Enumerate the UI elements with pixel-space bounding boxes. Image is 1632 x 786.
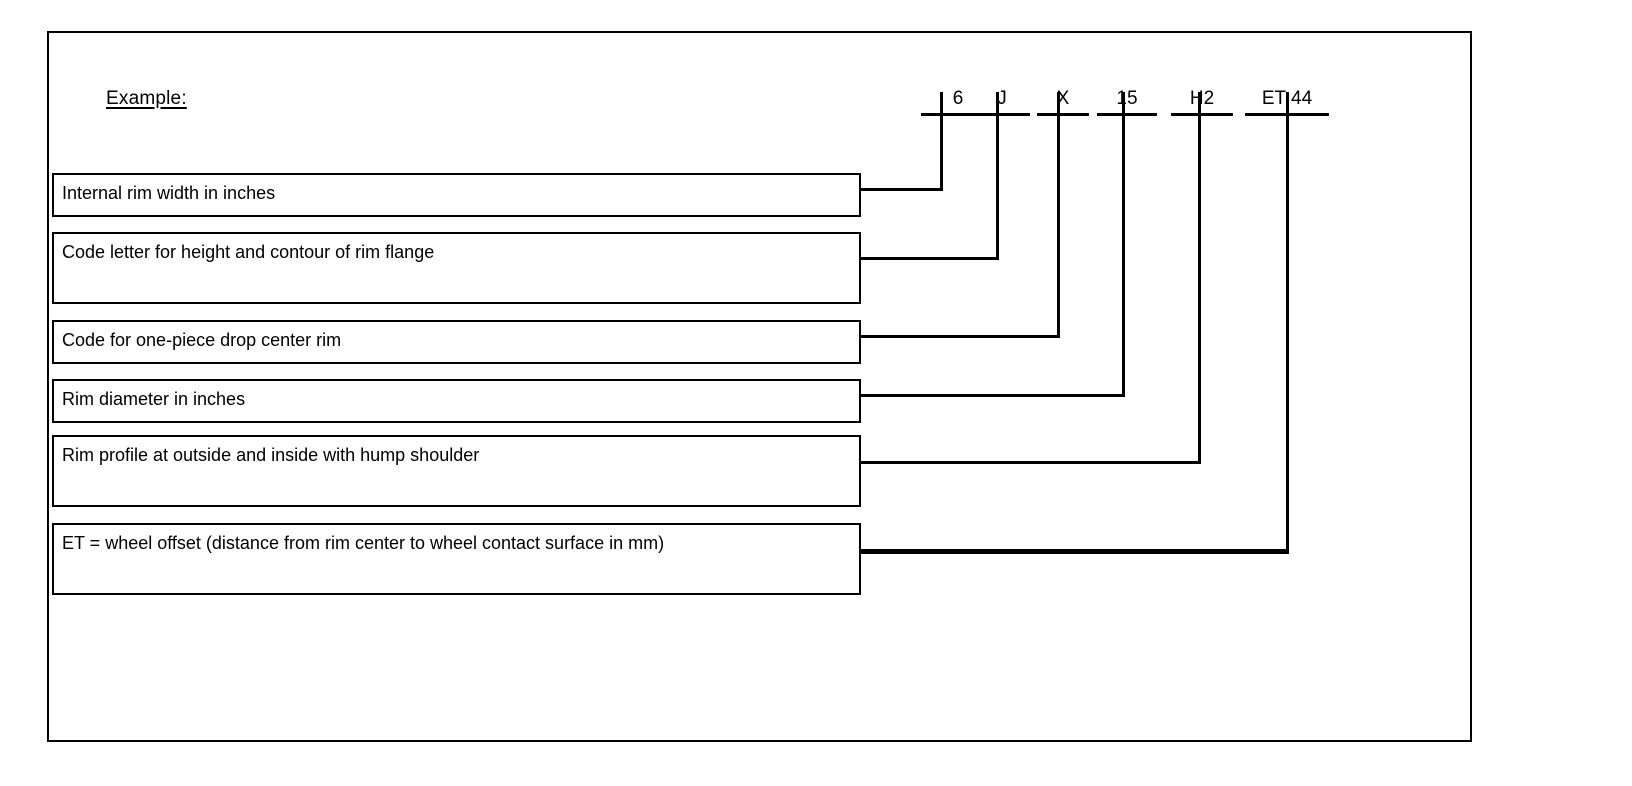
code-token-15: 15	[1097, 89, 1157, 116]
leader-line-vertical	[940, 92, 943, 188]
code-token-bar	[921, 113, 995, 116]
leader-line-vertical	[996, 92, 999, 257]
code-token-label: H2	[1189, 88, 1215, 109]
code-token-bar	[1171, 113, 1233, 116]
code-token-label: X	[1056, 88, 1070, 109]
description-box: ET = wheel offset (distance from rim cen…	[52, 523, 861, 595]
code-token-6: 6	[921, 89, 995, 116]
description-text: Code letter for height and contour of ri…	[62, 242, 435, 262]
leader-line-horizontal	[861, 335, 1060, 338]
description-box: Rim diameter in inches	[52, 379, 861, 423]
leader-line-horizontal	[861, 549, 1289, 554]
description-text: ET = wheel offset (distance from rim cen…	[62, 533, 665, 553]
leader-line-horizontal	[861, 257, 999, 260]
code-token-bar	[974, 113, 1030, 116]
code-token-label: 6	[952, 88, 964, 109]
description-box: Code letter for height and contour of ri…	[52, 232, 861, 304]
code-token-x: X	[1037, 89, 1089, 116]
description-box: Code for one-piece drop center rim	[52, 320, 861, 364]
description-box: Rim profile at outside and inside with h…	[52, 435, 861, 507]
leader-line-horizontal	[861, 188, 943, 191]
description-text: Code for one-piece drop center rim	[62, 330, 342, 350]
code-token-bar	[1097, 113, 1157, 116]
description-text: Internal rim width in inches	[62, 183, 276, 203]
leader-line-vertical	[1057, 92, 1060, 335]
code-token-h2: H2	[1171, 89, 1233, 116]
code-token-j: J	[974, 89, 1030, 116]
code-token-bar	[1037, 113, 1089, 116]
description-box: Internal rim width in inches	[52, 173, 861, 217]
description-text: Rim profile at outside and inside with h…	[62, 445, 480, 465]
leader-line-vertical	[1286, 92, 1289, 549]
leader-line-vertical	[1122, 92, 1125, 394]
code-token-label: J	[997, 88, 1007, 109]
description-text: Rim diameter in inches	[62, 389, 246, 409]
leader-line-horizontal	[861, 394, 1125, 397]
leader-line-horizontal	[861, 461, 1201, 464]
page-title: Example:	[106, 88, 187, 109]
leader-line-vertical	[1198, 92, 1201, 461]
code-token-label: 15	[1116, 88, 1138, 109]
